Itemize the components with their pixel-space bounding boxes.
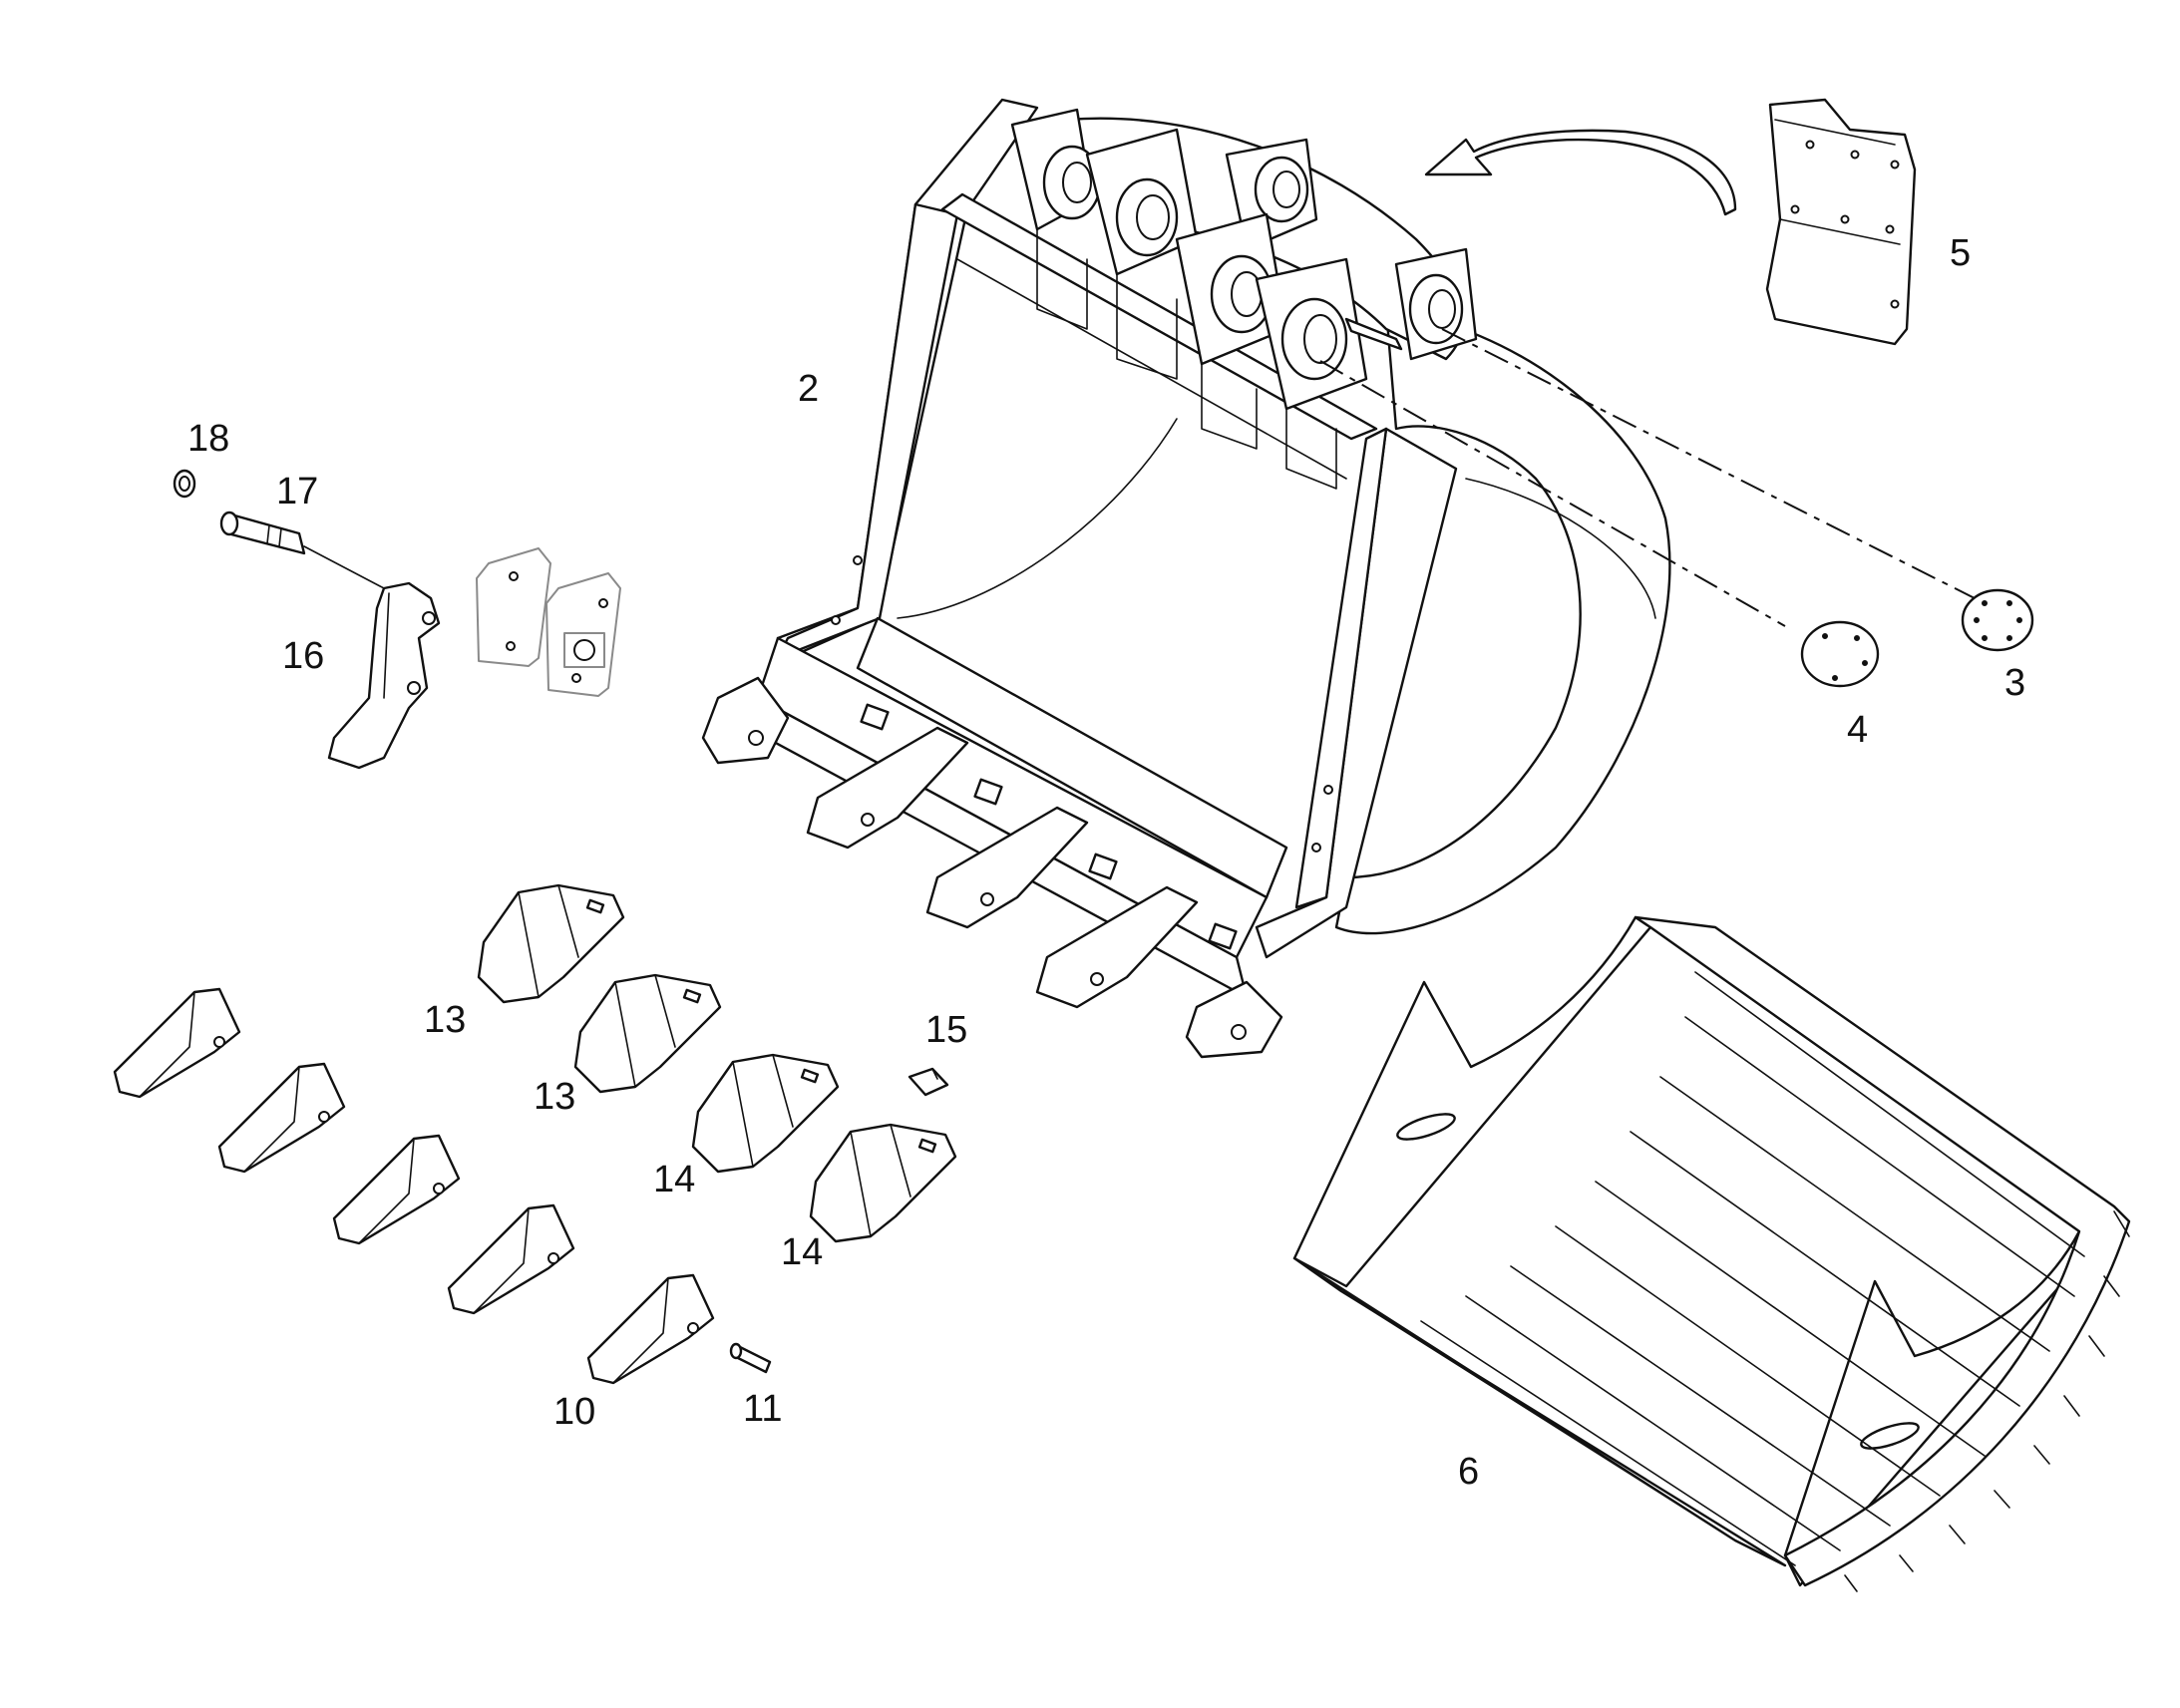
callout-2: 2 [798, 368, 819, 410]
edge-adapter-5 [1185, 980, 1283, 1059]
wear-plate-ghost-1 [476, 547, 551, 667]
lug-boss-6 [1394, 247, 1478, 361]
side-cutter-16 [327, 581, 441, 770]
assembly-line-cover-3 [1441, 328, 1976, 599]
callout-14a: 14 [653, 1159, 695, 1200]
sieve-insert [1292, 915, 2131, 1592]
guard-plate [1765, 98, 1917, 346]
tooth-3 [332, 1134, 461, 1245]
tooth-1 [113, 987, 241, 1099]
callout-16: 16 [282, 635, 324, 677]
callout-15: 15 [925, 1009, 967, 1051]
adapter-13-a [477, 883, 625, 1004]
wear-plate-ghost-2 [545, 572, 621, 697]
lug-boss-3 [1225, 138, 1318, 251]
washer-18 [173, 469, 196, 499]
adapter-14-b [809, 1123, 957, 1243]
callout-17: 17 [276, 471, 318, 512]
pin-17 [219, 511, 306, 555]
callout-6: 6 [1458, 1451, 1479, 1493]
lug-boss-2 [1085, 128, 1199, 276]
assembly-line-pin [303, 545, 385, 589]
callout-13b: 13 [534, 1076, 575, 1118]
tooth-5 [586, 1273, 715, 1385]
callout-14b: 14 [781, 1231, 823, 1273]
edge-adapter-4 [1035, 885, 1199, 1009]
callout-10: 10 [553, 1391, 595, 1433]
lug-boss-4 [1175, 212, 1288, 366]
edge-adapter-3 [925, 806, 1089, 929]
tooth-2 [217, 1062, 346, 1174]
edge-adapter-1 [701, 676, 790, 765]
callout-3: 3 [2004, 662, 2025, 704]
assembly-line-cover-4 [1319, 360, 1786, 627]
callout-11: 11 [743, 1388, 782, 1430]
tooth-pin-11 [729, 1342, 772, 1374]
bucket-body [701, 98, 1671, 1059]
edge-adapter-2 [806, 726, 969, 850]
callout-4: 4 [1847, 709, 1868, 751]
callout-13a: 13 [424, 999, 466, 1041]
end-cover-3 [1961, 588, 2034, 652]
callout-18: 18 [187, 418, 229, 460]
retainer-clip-15 [908, 1067, 949, 1097]
adapter-13-b [573, 973, 722, 1094]
adapter-14-a [691, 1053, 840, 1174]
lug-boss-1 [1010, 108, 1102, 231]
callout-5: 5 [1950, 232, 1971, 274]
direction-arrow [1424, 129, 1737, 216]
tooth-4 [447, 1203, 575, 1315]
end-cover-4 [1800, 620, 1880, 688]
